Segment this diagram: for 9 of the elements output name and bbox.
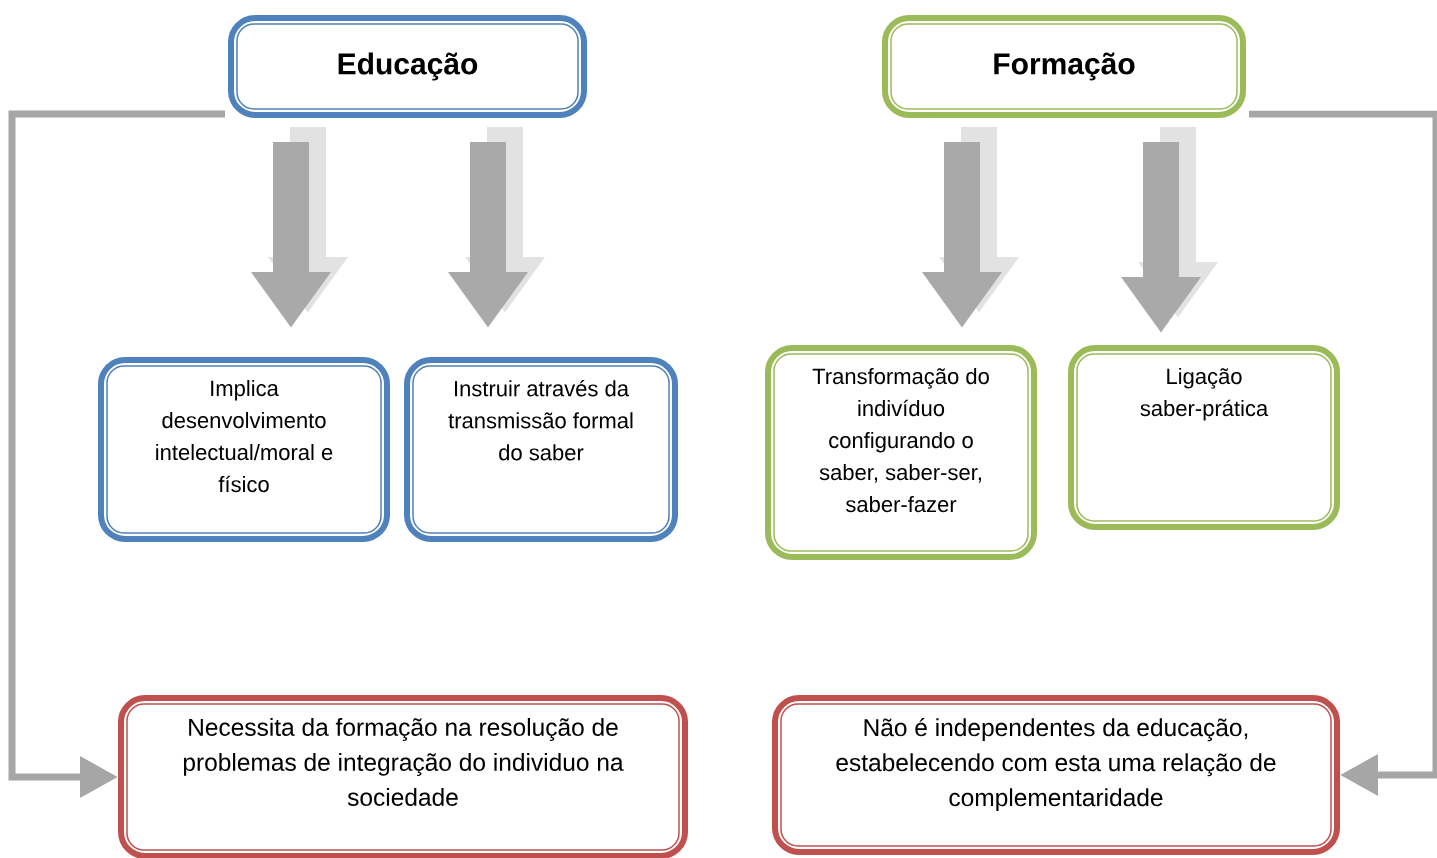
- heading-box: Educação: [228, 15, 587, 118]
- text-box: Ligação saber-prática: [1068, 345, 1340, 530]
- elbow-arrow: [1249, 110, 1437, 796]
- text-box: Não é independentes da educação, estabelecendo com esta uma relação de complementaridade: [772, 695, 1340, 855]
- heading-box: Formação: [882, 15, 1246, 118]
- text-box: Implica desenvolvimento intelectual/moral e físico: [98, 357, 390, 542]
- text-box: Transformação do indivíduo configurando o saber, saber-ser, saber-fazer: [765, 345, 1037, 560]
- text-box: Instruir através da transmissão formal do saber: [404, 357, 678, 542]
- text-box: Necessita da formação na resolução de problemas de integração do individuo na sociedade: [118, 695, 688, 858]
